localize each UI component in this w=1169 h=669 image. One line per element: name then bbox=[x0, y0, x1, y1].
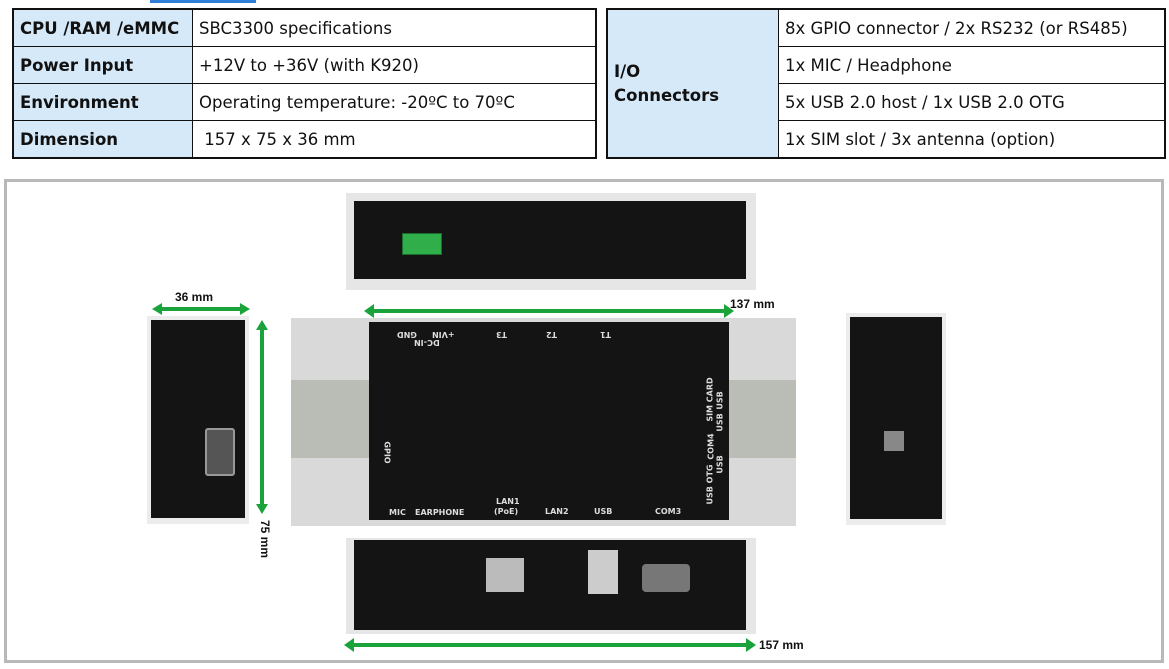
label-t2: T2 bbox=[546, 330, 558, 339]
side-view-left-photo bbox=[147, 316, 249, 524]
label-lan2: LAN2 bbox=[545, 507, 569, 516]
front-view-photo bbox=[346, 538, 756, 634]
device-body bbox=[151, 320, 245, 518]
label-gpio: GPIO bbox=[382, 441, 392, 464]
dim-label-75: 75 mm bbox=[258, 520, 272, 559]
depth-arrow bbox=[256, 320, 268, 514]
table-row: 5x USB 2.0 host / 1x USB 2.0 OTG bbox=[607, 83, 1166, 121]
spec-value: SBC3300 specifications bbox=[192, 8, 597, 47]
label-mic: MIC bbox=[389, 508, 406, 517]
power-terminal-icon bbox=[402, 233, 442, 255]
spec-key: Power Input bbox=[12, 46, 193, 84]
table-row: 1x MIC / Headphone bbox=[607, 46, 1166, 84]
label-usb-c: USB bbox=[715, 455, 725, 474]
dim-label-36: 36 mm bbox=[175, 290, 214, 304]
table-row: 1x SIM slot / 3x antenna (option) bbox=[607, 120, 1166, 159]
label-sim-card: SIM CARD bbox=[705, 377, 715, 422]
table-row: I/O Connectors 8x GPIO connector / 2x RS… bbox=[606, 8, 1166, 159]
length-arrow-top bbox=[364, 304, 734, 318]
spec-key: CPU /RAM /eMMC bbox=[12, 8, 193, 47]
side-view-right-photo bbox=[846, 313, 946, 525]
spec-table-left: CPU /RAM /eMMC SBC3300 specifications Po… bbox=[12, 8, 597, 159]
spec-value: 157 x 75 x 36 mm bbox=[192, 120, 597, 159]
table-row: Power Input +12V to +36V (with K920) bbox=[12, 46, 597, 84]
spec-value: 5x USB 2.0 host / 1x USB 2.0 OTG bbox=[778, 83, 1166, 121]
device-body bbox=[369, 322, 729, 520]
label-usb: USB bbox=[594, 507, 613, 516]
label-com4: COM4 bbox=[706, 433, 716, 460]
table-row: Dimension 157 x 75 x 36 mm bbox=[12, 120, 597, 159]
gpio-dsub-icon bbox=[205, 428, 235, 476]
spec-value: 1x MIC / Headphone bbox=[778, 46, 1166, 84]
table-row: CPU /RAM /eMMC SBC3300 specifications bbox=[12, 8, 597, 47]
spec-table-right: I/O Connectors 8x GPIO connector / 2x RS… bbox=[606, 8, 1166, 159]
spec-value: +12V to +36V (with K920) bbox=[192, 46, 597, 84]
label-t3: T3 bbox=[496, 330, 508, 339]
spec-value: Operating temperature: -20ºC to 70ºC bbox=[192, 83, 597, 121]
top-view-photo bbox=[291, 318, 796, 526]
table-row: Environment Operating temperature: -20ºC… bbox=[12, 83, 597, 121]
com3-dsub-icon bbox=[642, 564, 690, 592]
io-connectors-heading: I/O Connectors bbox=[606, 8, 779, 159]
spec-value: 1x SIM slot / 3x antenna (option) bbox=[778, 120, 1166, 159]
rear-view-photo bbox=[346, 193, 756, 290]
label-usb-otg: USB OTG bbox=[705, 464, 715, 505]
spec-value: 8x GPIO connector / 2x RS232 (or RS485) bbox=[778, 8, 1166, 47]
label-dcin: DC-IN bbox=[414, 338, 440, 347]
lan1-port-icon bbox=[486, 558, 524, 592]
width-arrow bbox=[152, 303, 250, 315]
label-lan1: LAN1 bbox=[496, 497, 520, 506]
length-arrow-bottom bbox=[344, 638, 756, 652]
dim-label-137: 137 mm bbox=[730, 297, 775, 311]
device-body bbox=[850, 317, 942, 519]
dim-label-157: 157 mm bbox=[759, 638, 804, 652]
label-usb-a: USB bbox=[715, 391, 725, 410]
top-accent-line bbox=[150, 0, 256, 3]
usb-port-icon bbox=[588, 550, 618, 594]
com4-connector-icon bbox=[884, 431, 904, 451]
label-usb-b: USB bbox=[715, 413, 725, 432]
label-poe: (PoE) bbox=[494, 507, 519, 516]
label-earphone: EARPHONE bbox=[415, 508, 465, 517]
spec-key: Dimension bbox=[12, 120, 193, 159]
io-heading-line1: I/O bbox=[614, 61, 641, 81]
io-heading-line2: Connectors bbox=[614, 85, 720, 105]
spec-key: Environment bbox=[12, 83, 193, 121]
label-com3: COM3 bbox=[655, 507, 682, 516]
label-t1: T1 bbox=[600, 330, 612, 339]
label-vin: +VIN bbox=[432, 330, 455, 339]
